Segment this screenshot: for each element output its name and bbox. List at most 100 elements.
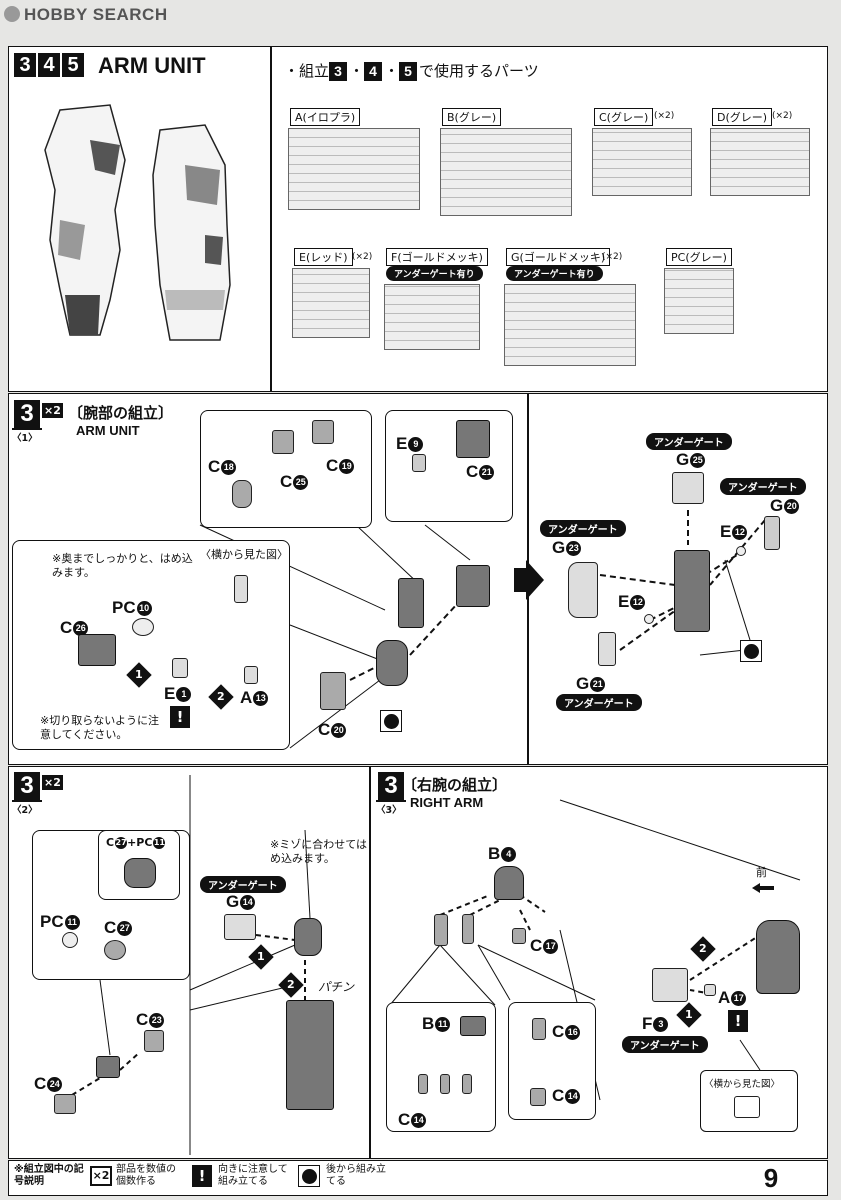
orientation-warning-icon: ! bbox=[728, 1010, 748, 1032]
legend-multiply-text: 部品を数値の個数作る bbox=[116, 1164, 176, 1187]
combo-label: C27+PC11 bbox=[106, 836, 166, 849]
parts-intro-suffix: で使用するパーツ bbox=[419, 62, 539, 80]
part-pc10 bbox=[132, 618, 154, 636]
step-3-2-mult: ×2 bbox=[42, 775, 63, 790]
under-gate-tag: アンダーゲート bbox=[646, 433, 732, 450]
legend-warning-text: 向きに注意して組み立てる bbox=[218, 1164, 288, 1187]
step-3-1-sub: 〈1〉 bbox=[12, 428, 42, 444]
note-align-groove: ※ミゾに合わせてはめ込みます。 bbox=[270, 838, 367, 865]
top-bar bbox=[0, 0, 841, 30]
part-g21 bbox=[598, 632, 616, 666]
snap-sound-text: パチン bbox=[318, 980, 355, 994]
part-e9 bbox=[412, 454, 426, 472]
runner-qty-c: (×2) bbox=[654, 111, 675, 121]
parts-intro-step: 4 bbox=[364, 62, 383, 81]
part-g23 bbox=[568, 562, 598, 618]
under-gate-tag: アンダーゲート bbox=[720, 478, 806, 495]
part-pc11 bbox=[62, 932, 78, 948]
part-b4 bbox=[494, 866, 524, 900]
part-forearm-core bbox=[674, 550, 710, 632]
runner-label-e: E(レッド) bbox=[294, 248, 353, 266]
detail-bubble-e9-c21 bbox=[385, 410, 513, 522]
side-view-label: 〈横から見た図〉 bbox=[704, 1079, 781, 1090]
legend-bar bbox=[8, 1160, 828, 1196]
runner-qty-e: (×2) bbox=[352, 252, 373, 262]
step-3-2-number: 3 bbox=[14, 772, 40, 800]
part-e1 bbox=[172, 658, 188, 678]
legend-multiply-icon: ×2 bbox=[90, 1166, 112, 1186]
part-c27 bbox=[104, 940, 126, 960]
step-3-3-number: 3 bbox=[378, 772, 404, 800]
part-e12-top bbox=[736, 546, 746, 556]
runner-label-g: G(ゴールドメッキ) bbox=[506, 248, 611, 266]
legend-back-icon bbox=[298, 1165, 320, 1187]
arm-illustration-left bbox=[40, 100, 130, 340]
part-shoulder-block bbox=[96, 1056, 120, 1078]
runner-pc bbox=[664, 268, 734, 334]
runner-g bbox=[504, 284, 636, 366]
part-upper-arm bbox=[398, 578, 424, 628]
step-3-1-title: 〔腕部の組立〕 bbox=[68, 404, 174, 422]
legend-heading: ※組立図中の記号説明 bbox=[14, 1164, 84, 1187]
part-c14-finger-c bbox=[462, 1074, 472, 1094]
step-3-1-number: 3 bbox=[14, 400, 40, 428]
part-g20 bbox=[764, 516, 780, 550]
runner-d bbox=[710, 128, 810, 196]
brand-logo-icon bbox=[4, 6, 20, 22]
part-hand-assembled bbox=[756, 920, 800, 994]
note-do-not-cut: ※切り取らないように注意してください。 bbox=[40, 714, 159, 741]
detail-bubble-c16-c14 bbox=[508, 1002, 596, 1120]
page-number: 9 bbox=[763, 1163, 779, 1193]
arm-illustration-right bbox=[145, 115, 235, 345]
runner-label-b: B(グレー) bbox=[442, 108, 502, 126]
runner-e bbox=[292, 268, 370, 338]
runner-label-d: D(グレー) bbox=[712, 108, 773, 126]
part-g25 bbox=[672, 472, 704, 504]
back-assemble-icon bbox=[380, 710, 402, 732]
front-arrow-icon bbox=[752, 878, 774, 893]
runner-label-pc: PC(グレー) bbox=[666, 248, 732, 266]
step-number: 5 bbox=[62, 53, 84, 77]
part-c23 bbox=[144, 1030, 164, 1052]
under-gate-tag: アンダーゲート bbox=[556, 694, 642, 711]
part-c20 bbox=[320, 672, 346, 710]
step-3-1-mult: ×2 bbox=[42, 403, 63, 418]
part-c19 bbox=[312, 420, 334, 444]
runner-f bbox=[384, 284, 480, 350]
part-c27-pc11-combined bbox=[124, 858, 156, 888]
runner-note-g: アンダーゲート有り bbox=[506, 266, 603, 281]
part-a13 bbox=[244, 666, 258, 684]
part-f3 bbox=[652, 968, 688, 1002]
part-c21 bbox=[456, 420, 490, 458]
part-side-view-f3 bbox=[734, 1096, 760, 1118]
parts-intro-step: 3 bbox=[329, 62, 348, 81]
part-shoulder-joint bbox=[376, 640, 408, 686]
part-elbow-joint bbox=[294, 918, 322, 956]
step-number: 4 bbox=[38, 53, 60, 77]
legend-warning-icon: ! bbox=[192, 1165, 212, 1187]
runner-c bbox=[592, 128, 692, 196]
under-gate-tag: アンダーゲート bbox=[200, 876, 286, 893]
